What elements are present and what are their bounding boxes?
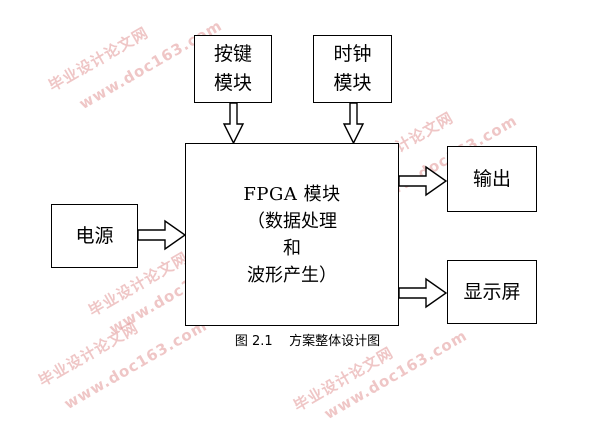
power-label: 电源 — [75, 224, 114, 247]
keys-module-label-line1: 按键 — [213, 43, 252, 65]
display-block: 显示屏 — [447, 260, 537, 324]
arrow-keys-to-fpga — [222, 102, 245, 145]
clock-module-block: 时钟 模块 — [313, 35, 392, 103]
clock-module-label-line1: 时钟 — [333, 43, 372, 65]
keys-module-block: 按键 模块 — [194, 35, 272, 103]
display-label: 显示屏 — [463, 280, 521, 303]
fpga-module-block: FPGA 模块 （数据处理 和 波形产生） — [185, 143, 399, 326]
fpga-title: FPGA 模块 — [243, 183, 341, 205]
keys-module-label-line2: 模块 — [213, 72, 252, 94]
arrow-fpga-to-output — [398, 165, 448, 197]
clock-module-label-line2: 模块 — [333, 72, 372, 94]
fpga-line-data-processing: （数据处理 — [247, 210, 337, 232]
arrow-clock-to-fpga — [342, 102, 365, 145]
output-label: 输出 — [472, 167, 511, 190]
fpga-line-waveform: 波形产生） — [247, 264, 337, 286]
output-block: 输出 — [447, 146, 537, 212]
arrow-power-to-fpga — [137, 219, 187, 251]
power-block: 电源 — [51, 204, 138, 268]
figure-caption: 图 2.1 方案整体设计图 — [234, 334, 381, 349]
fpga-line-and: 和 — [283, 237, 301, 259]
diagram-arrows — [137, 102, 448, 309]
arrow-fpga-to-display — [398, 277, 448, 309]
